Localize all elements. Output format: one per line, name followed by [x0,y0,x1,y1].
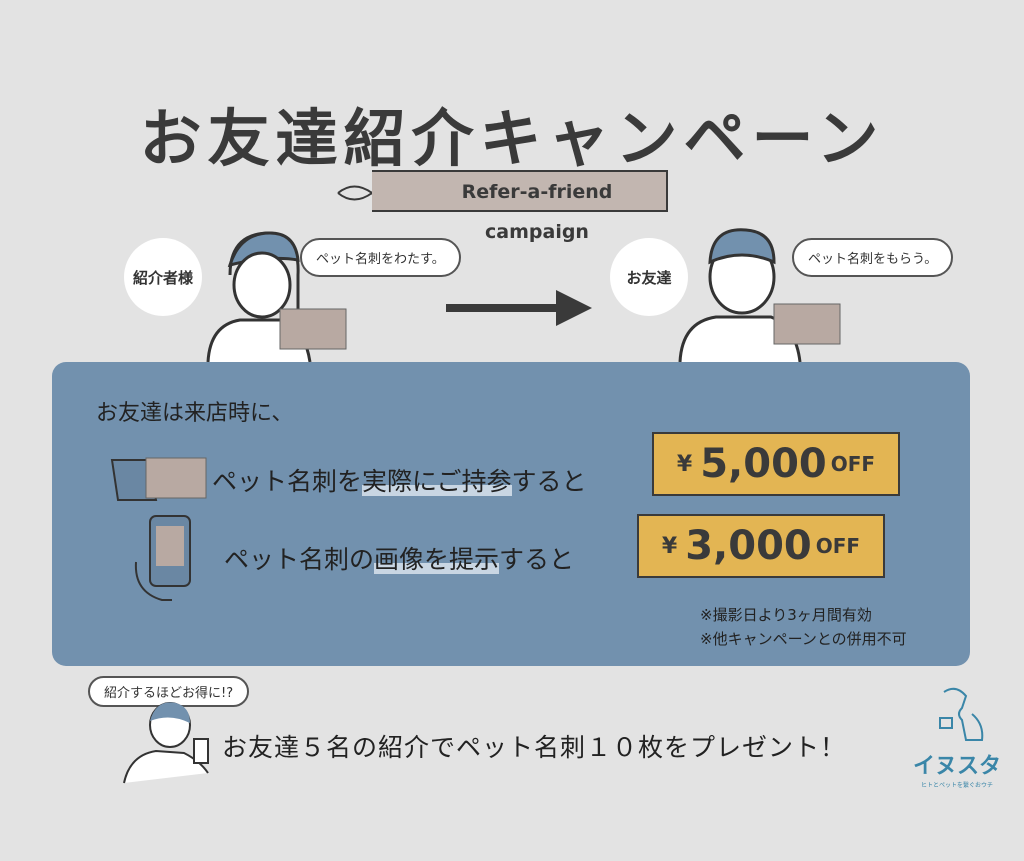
coupon-off: OFF [815,534,861,558]
smartphone-icon [134,515,191,601]
dog-logo-icon [939,687,984,741]
offer-1-highlight: 実際にご持参 [362,467,512,496]
campaign-tag: Refer-a-friend campaign [372,170,668,243]
referrer-speech: ペット名刺をわたす。 [300,238,461,277]
person-with-phone-illustration [123,702,209,784]
offer-2-pre: ペット名刺の [224,545,375,574]
fish-icon [337,185,376,201]
offer-1-pre: ペット名刺を [212,467,363,496]
logo: イヌスタ ヒトとペットを繋ぐおウチ [912,684,1002,789]
note-validity: ※撮影日より3ヶ月間有効 [700,606,872,624]
bottom-promo-text: お友達５名の紹介でペット名刺１０枚をプレゼント！ [222,733,847,762]
logo-name: イヌスタ [912,754,1001,779]
friend-illustration [678,228,841,363]
note-no-combination: ※他キャンペーンとの併用不可 [700,630,907,648]
coupon-amount: 3,000 [685,523,812,569]
page-title: お友達紹介キャンペーン [139,102,885,175]
yen-sign: ¥ [661,533,678,559]
card-in-hand-icon [110,457,207,501]
coupon-amount: 5,000 [700,441,827,487]
friend-speech: ペット名刺をもらう。 [792,238,954,277]
offer-2-post: すると [499,545,575,574]
offer-2-highlight: 画像を提示 [374,545,500,574]
friend-label: お友達 [610,238,688,316]
referrer-label: 紹介者様 [124,238,202,316]
yen-sign: ¥ [676,451,693,477]
coupon-off: OFF [830,452,876,476]
referrer-illustration [206,231,347,363]
panel-intro: お友達は来店時に、 [96,401,294,426]
offer-1-text: ペット名刺を実際にご持参すると [212,462,587,498]
logo-tagline: ヒトとペットを繋ぐおウチ [920,782,993,789]
offer-1-post: すると [511,467,587,496]
offer-2-text: ペット名刺の画像を提示すると [224,540,574,576]
arrow-right-icon [446,290,592,326]
